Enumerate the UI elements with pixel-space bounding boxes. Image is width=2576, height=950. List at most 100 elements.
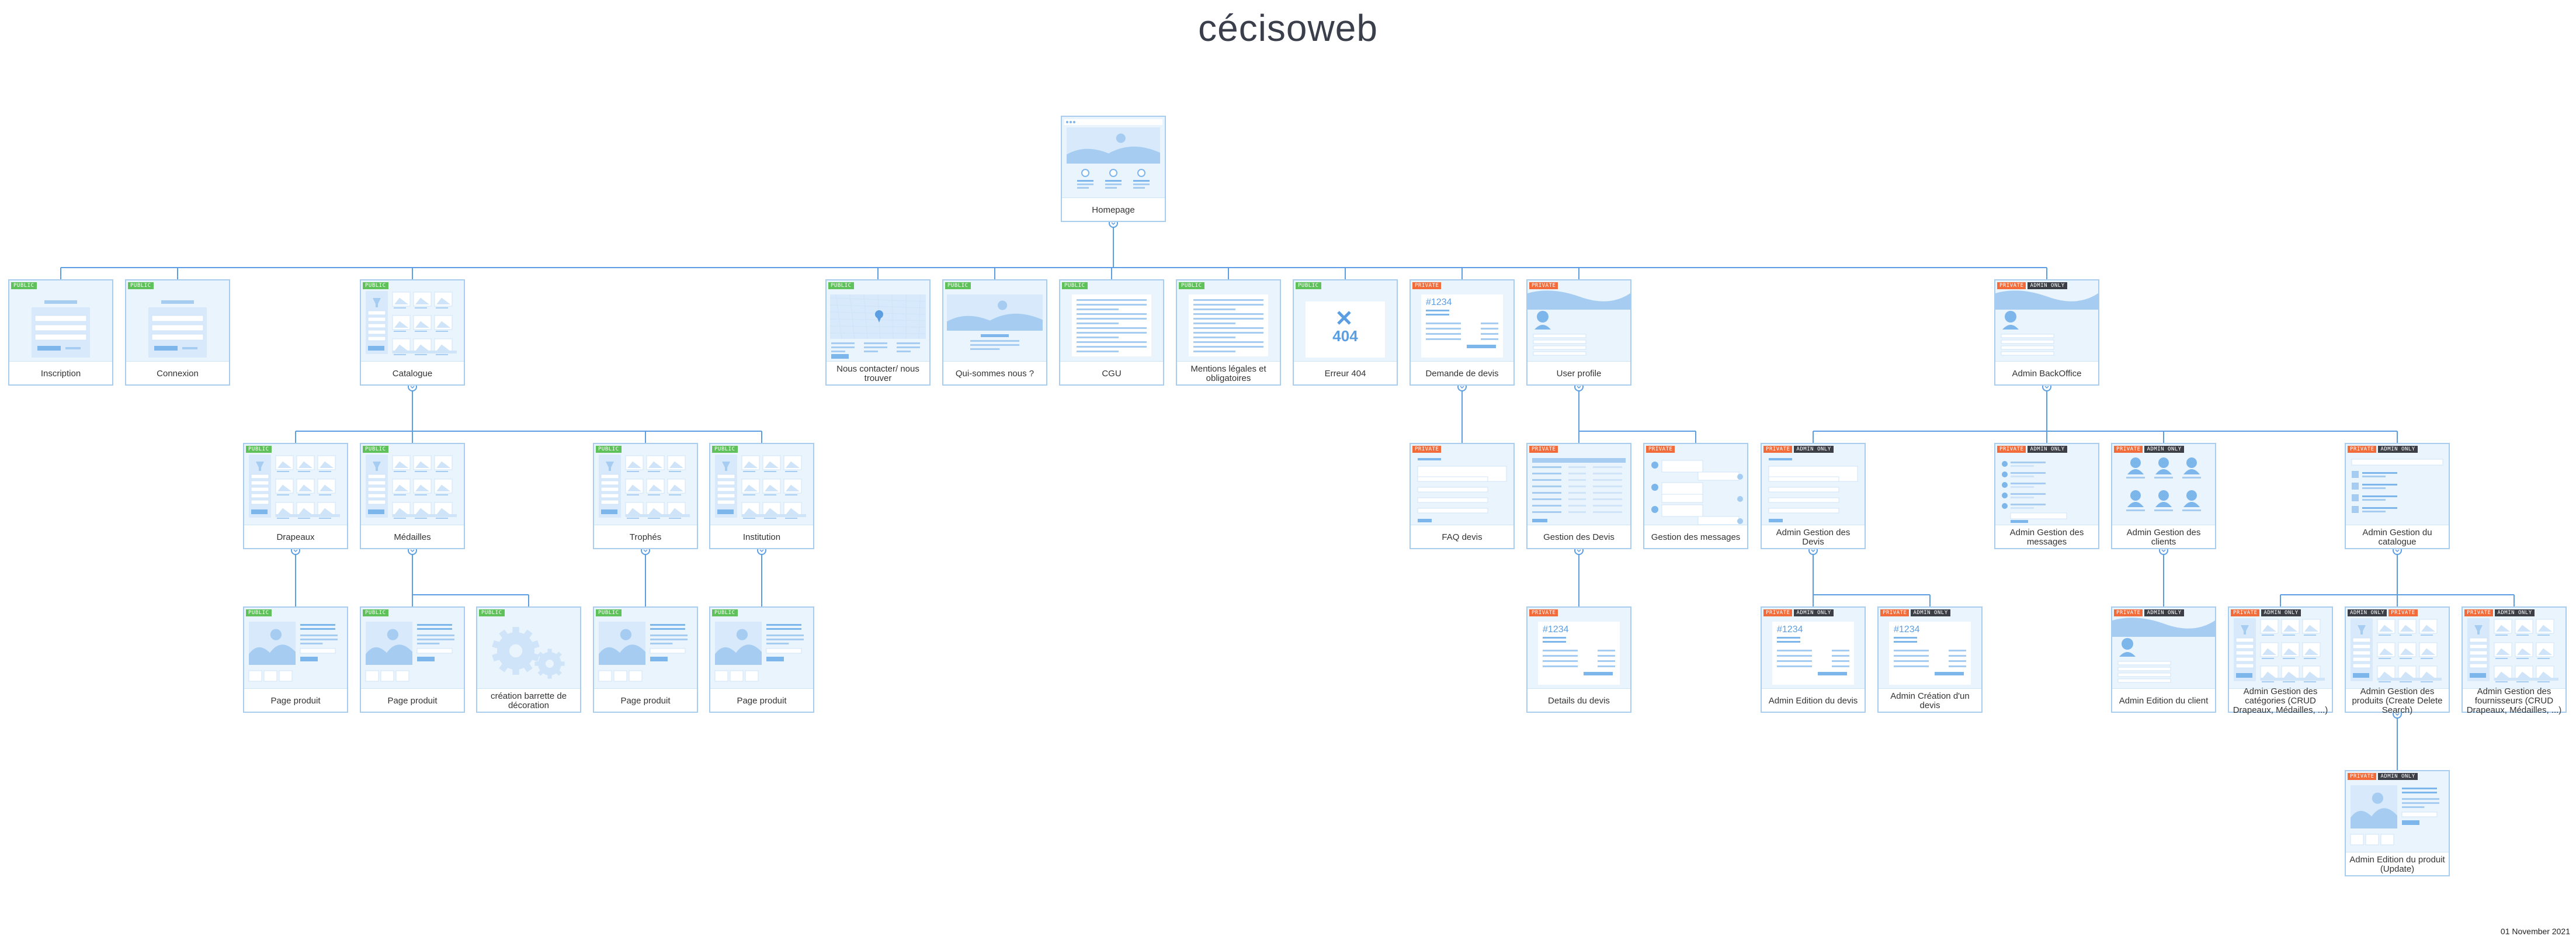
badge-private: PRIVATE [1997, 446, 2026, 453]
badge-public: PUBLIC [712, 446, 738, 453]
page-node-label: Admin Gestion des fournisseurs (CRUD Dra… [2466, 687, 2562, 715]
page-node-label: Homepage [1092, 205, 1135, 215]
access-badges: PUBLIC [246, 609, 272, 616]
connector-admingestioncatalogue [2280, 546, 2515, 606]
wireframe-thumbnail [594, 608, 697, 689]
chevron-down-icon [1811, 549, 1815, 553]
quote-number-text: #1234 [1894, 625, 1920, 635]
page-node-label: Page produit [387, 696, 438, 706]
wireframe-thumbnail [2346, 771, 2449, 852]
page-node-label: Details du devis [1548, 696, 1610, 706]
page-node-label: Drapeaux [276, 532, 315, 542]
page-node-label: Admin Gestion des clients [2126, 528, 2201, 547]
wireframe-thumbnail [9, 280, 112, 362]
badge-private: PRIVATE [2388, 609, 2418, 616]
wireframe-thumbnail: #1234 [1762, 608, 1865, 689]
badge-public: PUBLIC [246, 609, 272, 616]
chevron-down-icon [1577, 386, 1581, 389]
chevron-down-icon [2395, 549, 2400, 553]
chevron-down-icon [410, 549, 415, 553]
badge-public: PUBLIC [363, 446, 388, 453]
quote-number-text: #1234 [1543, 625, 1569, 635]
badge-private: PRIVATE [1763, 609, 1793, 616]
wireframe-thumbnail [361, 444, 464, 525]
chevron-down-icon [2161, 549, 2166, 553]
badge-private: PRIVATE [1412, 282, 1442, 289]
badge-private: PRIVATE [1763, 446, 1793, 453]
page-node-label: Demande de devis [1425, 369, 1499, 379]
access-badges: PRIVATE [1646, 446, 1675, 453]
connector-catalogue [295, 382, 762, 443]
page-node-label: Qui-sommes nous ? [955, 369, 1034, 379]
wireframe-thumbnail [2112, 444, 2215, 525]
wireframe-thumbnail [827, 280, 929, 362]
access-badges: PUBLIC [11, 282, 37, 289]
wireframe-thumbnail [2463, 608, 2565, 689]
quote-number-text: #1234 [1777, 625, 1803, 635]
connector-admingestiondevis [1808, 546, 1931, 606]
wireframe-thumbnail [2346, 608, 2449, 689]
chevron-down-icon [293, 549, 298, 553]
wireframe-thumbnail [2229, 608, 2332, 689]
badge-private: PRIVATE [2114, 446, 2143, 453]
badge-private: PRIVATE [2231, 609, 2260, 616]
wireframe-thumbnail: #1234 [1527, 608, 1630, 689]
wireframe-thumbnail [1995, 280, 2098, 362]
page-node-label: Admin Gestion des produits (Create Delet… [2352, 687, 2443, 715]
wireframe-thumbnail [1177, 280, 1280, 362]
wireframe-thumbnail [2112, 608, 2215, 689]
page-node-label: Admin BackOffice [2012, 369, 2082, 379]
page-node-label: Page produit [737, 696, 787, 706]
page-node-label: Admin Edition du produit (Update) [2349, 855, 2445, 874]
page-node-label: Page produit [270, 696, 321, 706]
connector-adminproduits [2393, 709, 2402, 770]
page-node-home: Homepage [1061, 116, 1166, 222]
document-date: 01 November 2021 [2500, 927, 2570, 936]
access-badges: PUBLIC [1062, 282, 1088, 289]
access-badges: PUBLIC [596, 609, 622, 616]
page-node-label: Admin Gestion du catalogue [2362, 528, 2432, 547]
badge-public: PUBLIC [363, 282, 388, 289]
page-node-label: User profile [1556, 369, 1602, 379]
connector-gestiondevis [1574, 546, 1584, 606]
connector-adminbo [1813, 382, 2398, 443]
access-badges: PUBLIC [1179, 282, 1204, 289]
page-node-label: Inscription [40, 369, 81, 379]
page-node-label: FAQ devis [1442, 532, 1483, 542]
wireframe-thumbnail [710, 608, 813, 689]
wireframe-thumbnail [594, 444, 697, 525]
badge-public: PUBLIC [363, 609, 388, 616]
badge-public: PUBLIC [828, 282, 854, 289]
badge-admin: ADMIN ONLY [2378, 773, 2418, 780]
badge-public: PUBLIC [11, 282, 37, 289]
badge-private: PRIVATE [1997, 282, 2026, 289]
page-node-label: Admin Création d'un devis [1890, 691, 1970, 710]
access-badges: PUBLIC [479, 609, 505, 616]
page-node-label: Trophés [629, 532, 662, 542]
badge-private: PRIVATE [2114, 609, 2143, 616]
wireframe-thumbnail [2346, 444, 2449, 525]
